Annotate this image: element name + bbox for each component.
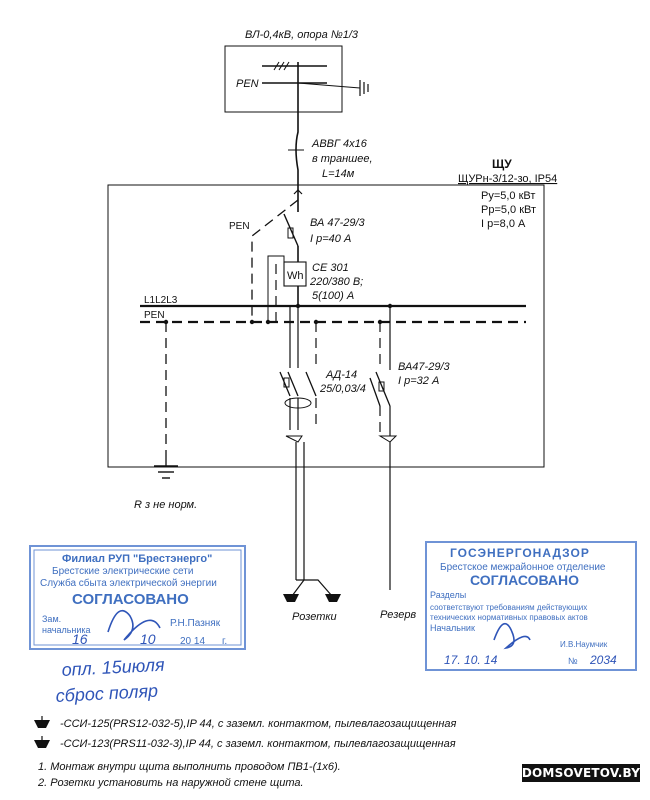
stamp-right-line3: СОГЛАСОВАНО [470,572,579,588]
stamp-left-role1: Зам. [42,614,61,624]
rcd-rating: 25/0,03/4 [319,383,366,395]
pen-top-label: PEN [236,78,259,90]
reserve-label: Резерв [380,609,416,621]
site-watermark: DOMSOVETOV.BY [521,764,641,782]
note-2: 2. Розетки установить на наружной стене … [37,777,304,789]
stamp-left-date-month: 10 [140,631,156,647]
panel-current-calc: I р=8,0 А [481,218,526,230]
cable-length: L=14м [322,168,355,180]
stamp-right-l6: технических нормативных правовых актов [430,613,588,622]
panel-power-set: Ру=5,0 кВт [481,190,535,202]
meter-current: 5(100) А [312,290,354,302]
bus-pen-label: PEN [144,310,165,321]
stamp-right-line1: ГОСЭНЕРГОНАДЗОР [450,546,590,560]
right-approval-stamp: ГОСЭНЕРГОНАДЗОР Брестское межрайонное от… [425,541,637,671]
rcd-icon [279,371,317,443]
bus-phases-label: L1L2L3 [144,295,178,306]
meter-voltage: 220/380 В; [309,276,363,288]
pen-left-label: PEN [229,221,250,232]
panel-model: ЩУРн-3/12-зо, IP54 [458,173,557,185]
ground-resistance-note: R з не норм. [134,499,197,511]
meter-type: СЕ 301 [312,262,349,274]
main-breaker-icon [283,189,303,262]
stamp-right-l5: соответствуют требованиям действующих [430,603,587,612]
legend-item-1: -ССИ-125(PRS12-032-5),IP 44, с заземл. к… [60,718,457,730]
line-title: ВЛ-0,4кВ, опора №1/3 [245,29,359,41]
handwriting-line2: сброс поляр [55,681,158,706]
stamp-left-date-year: 20 14 [180,636,205,647]
main-breaker-current: I р=40 А [310,233,351,245]
legend-socket-icon-2 [34,736,50,748]
panel-name: ЩУ [492,157,512,171]
stamp-right-name: И.В.Наумчик [560,640,608,649]
stamp-right-num: 2034 [589,653,617,667]
legend-socket-icon-1 [34,716,50,728]
pole-box [224,45,343,113]
pole-ground-icon [359,80,369,96]
stamp-left-name: Р.Н.Пазняк [170,618,221,629]
note-1: 1. Монтаж внутри щита выполнить проводом… [38,761,341,773]
stamp-left-line2: Брестские электрические сети [52,566,193,577]
stamp-left-line1: Филиал РУП "Брестэнерго" [62,553,212,565]
cable-type: АВВГ 4х16 [311,138,368,150]
stamp-left-line3: Служба сбыта электрической энергии [40,577,217,589]
left-signature-icon [107,609,161,641]
stamp-right-date: 17. 10. 14 [444,653,498,667]
reserve-breaker-current: I р=32 А [398,375,439,387]
reserve-breaker-type: ВА47-29/3 [398,361,450,373]
panel-power-calc: Рр=5,0 кВт [481,204,536,216]
legend-item-2: -ССИ-123(PRS11-032-3),IP 44, с заземл. к… [60,738,456,750]
cable-route: в траншее, [312,153,373,165]
main-breaker-type: ВА 47-29/3 [310,217,366,229]
handwriting-line1: опл. 15июля [61,655,165,680]
socket-icon [283,579,341,602]
left-approval-stamp: Филиал РУП "Брестэнерго" Брестские элект… [29,545,246,650]
reserve-breaker-icon [369,371,398,443]
stamp-right-l7: Начальник [430,623,475,633]
stamp-left-line4: СОГЛАСОВАНО [72,591,189,608]
stamp-left-role2: начальника [42,625,91,635]
ground-icon [154,458,178,479]
stamp-right-l4: Разделы [430,590,466,600]
stamp-left-date-suffix: г. [222,636,227,647]
stamp-right-line2: Брестское межрайонное отделение [440,562,606,573]
sockets-label: Розетки [292,611,337,623]
meter-symbol: Wh [287,270,304,282]
right-signature-icon [493,622,531,650]
stamp-left-date-day: 16 [72,631,88,647]
stamp-right-num-label: № [568,656,578,666]
rcd-type: АД-14 [325,369,357,381]
meter-box [283,261,307,287]
panel-box [107,184,545,468]
